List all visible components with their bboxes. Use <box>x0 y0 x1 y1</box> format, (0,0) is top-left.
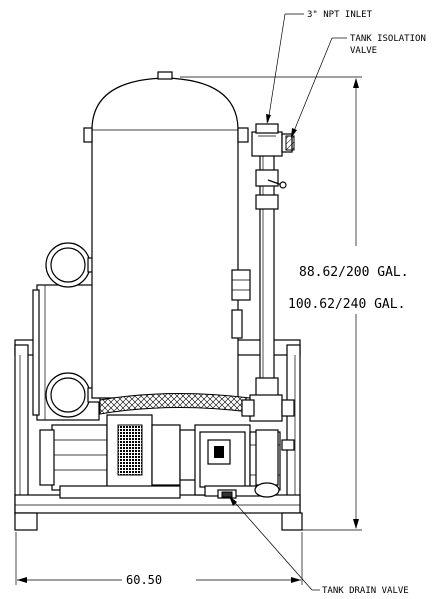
leader-isolation-valve <box>291 37 347 138</box>
braided-hose <box>99 392 251 415</box>
riser-pipe <box>241 144 295 498</box>
leader-inlet <box>266 13 304 124</box>
isolation-valve-callout-line1: TANK ISOLATION <box>350 34 426 44</box>
pressure-tank <box>83 71 251 399</box>
inlet-callout: 3" NPT INLET <box>307 10 373 20</box>
motor-left <box>39 414 203 499</box>
height-dimension <box>180 76 362 531</box>
width-dimension-label: 60.50 <box>126 573 162 587</box>
tank-drain-valve-body <box>217 489 237 499</box>
width-dimension <box>15 532 303 585</box>
inlet-fitting <box>251 123 283 157</box>
height-dimension-label-line2: 100.62/240 GAL. <box>288 297 405 312</box>
tank-isolation-valve-body <box>267 133 295 189</box>
height-dimension-label-line1: 88.62/200 GAL. <box>299 265 409 280</box>
isolation-valve-callout-line2: VALVE <box>350 46 377 56</box>
drain-valve-callout: TANK DRAIN VALVE <box>322 586 409 596</box>
leader-drain-valve <box>228 495 320 591</box>
